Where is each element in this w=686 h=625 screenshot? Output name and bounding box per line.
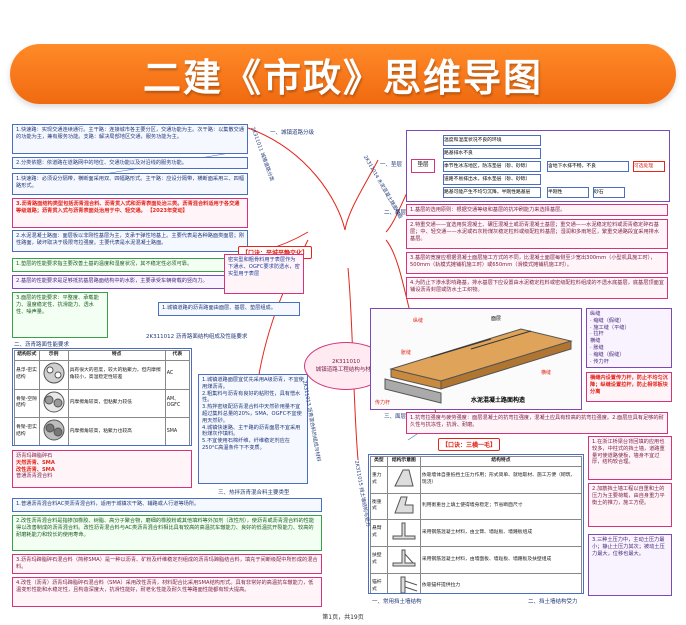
label-surface: 三、面层 — [384, 414, 407, 420]
cross-section-box: 1.快速路：必须设分隔带，横断面采用双、四幅路形式。主干路：应设分隔带，横断面采… — [12, 173, 248, 195]
wall-note-box-1: 1.在浙江桥梁台背回填的应用也较多，中柱式的挡土墙，道路重量可使道路使板，墙身不… — [588, 436, 672, 480]
wall-diagram-icon — [386, 492, 421, 521]
table-row: 骨架-空隙结构 — [14, 388, 40, 419]
th-example: 示例 — [38, 350, 69, 361]
normal-mix-box: 1.普通沥青混合料AC类沥青混合料，适用于城镇次干路、辅路或人行道等场所。 — [12, 498, 322, 512]
label-wall-structure: 一、常用挡土墙结构 — [372, 599, 422, 605]
surface-req-box: 3.面层的性能要求：平整度、承载能力、温度稳定性、抗滑能力、透水性、噪声量。 — [12, 292, 108, 338]
wall-diagram-icon — [386, 519, 421, 548]
th-feature: 特点 — [67, 350, 166, 361]
mnemonic-note-2: 【口诀：三横一毛】 — [438, 438, 501, 451]
page-footer: 第1页，共19页 — [322, 614, 364, 621]
road-type-box: 1.快速路：实现交通连续通行。主干路：连接城市各主要分区，交通功能为主。次干路：… — [12, 124, 248, 154]
aggregate-sample-icon — [38, 417, 69, 445]
retaining-wall-table: 类型 结构示意图 结构特点 重力式依靠墙体自重抵挡土压力作用；形式简单、就地取材… — [368, 454, 584, 594]
table-row: 悬臂式 — [370, 519, 388, 548]
joint-tree-box: 纵缝 · 缩缝（假缝） · 施工缝（平缝） · 拉杆 横缝 · 胀缝 · 缩缝（… — [586, 308, 672, 368]
base-select-box: 1.基层的选用原则：根据交通等级和基层的抗冲刷能力来选择基层。 — [406, 204, 668, 216]
modified-sma-box: 4.改性（沥青）沥青玛蹄脂碎石混合料（SMA）采用改性沥青，材料配合比采用SMA… — [12, 577, 322, 607]
base-traffic-box: 2.特重交通——宜选用贫混凝土、碾压混凝土或沥青混凝土基层；重交通——水泥稳定粒… — [406, 219, 668, 249]
label-cushion: 一、垫层 — [380, 162, 403, 168]
title-banner: 二建《市政》思维导图 — [10, 44, 676, 104]
cushion-diagram: 垫层 温度和湿度状况不良的环境 路基排水不良 季节性冰冻地区，防冻垫层（砂、砂砾… — [406, 130, 670, 202]
wall-diagram-icon — [386, 572, 421, 593]
class-basis-box: 2.分类依据：依道路在道路网中的地位、交通功能以及对沿线的服务功能。 — [12, 157, 248, 169]
material-list-box: 1.城镇道路面层宜优先采用A级沥青，不宜使用煤沥青。 2.粗集料与沥青有良好的粘… — [198, 374, 308, 484]
base-width-box: 3.基层的宽度应根据混凝土面层施工方式的不同，比混凝土面层每侧至少宽出300mm… — [406, 252, 668, 274]
asphalt-type-box: 3.沥青路面结构类型包括沥青混合料、沥青贯入式和沥青表面处治三类。沥青混合料适用… — [12, 198, 248, 228]
aggregate-sample-icon — [38, 359, 69, 390]
wall-note-box-2: 2.加筋挡土墙工程以自重和土的压力为主要荷载，由自身重力平衡土的推力，施工方便。 — [588, 483, 672, 527]
table-row: 扶壁式 — [370, 546, 388, 574]
subbase-req-box: 2.基层的性能要求是足够抵抗基层路面结构中的水影，主要承受车辆荷载的竖向力。 — [12, 275, 248, 289]
page-title: 二建《市政》思维导图 — [142, 55, 543, 100]
th-form: 结构形式 — [14, 350, 40, 361]
slab-structure-icon — [384, 328, 573, 404]
slab-diagram: 纵缝 面层 水泥混凝土路面构造 传力杆 横缝 胀缝 — [370, 308, 582, 410]
table-row: 衡重式 — [370, 492, 388, 521]
base-drain-box: 4.为防止下渗水影响路基，排水基层下应设置由水泥稳定粒料或密级配粒料组成的不透水… — [406, 277, 668, 299]
mind-map: 2K311011 城镇道路分类 一、城镇道路分级 2K311014 水泥混凝土路… — [8, 120, 678, 615]
joint-note-box: 横缝内设置传力杆，防止不均匀沉降；纵缝设置拉杆，防止相邻板块分离 — [586, 372, 672, 402]
table-row: 骨架-密实结构 — [14, 417, 40, 445]
sma-box: 3.沥青玛蹄脂碎石混合料（简称SMA）是一种以沥青、矿粉及纤维稳定剂组成的沥青玛… — [12, 554, 322, 574]
table-row: 锚杆式 — [370, 572, 388, 593]
label-hot-mix: 三、热拌沥青混合料主要类型 — [218, 490, 290, 496]
base-layer-req-box: 1.垫层的性能要求指主要改善土基的温度和湿度状况，其不稳定性必须可靠。 — [12, 258, 248, 272]
table-row: 悬浮-密实结构 — [14, 359, 40, 390]
label-asphalt-structure: 2K311012 沥青路面结构组成及性能要求 — [146, 334, 248, 340]
surface-strength-box: 1.抗弯拉强度与疲劳强度：面层混凝土的抗弯拉强度，混凝土应具有较高的抗弯拉强度。… — [406, 412, 668, 434]
th-rep: 代表 — [164, 350, 191, 361]
cushion-node: 垫层 — [411, 159, 435, 173]
aggregate-sample-icon — [38, 388, 69, 419]
table-row: 重力式 — [370, 465, 388, 494]
label-wall-force: 二、挡土墙结构受力 — [528, 599, 578, 605]
wall-diagram-icon — [386, 546, 421, 574]
wall-diagram-icon — [386, 465, 421, 494]
label-base: 二、基层 — [384, 210, 407, 216]
asphalt-layers-box: 1.城镇道路的沥青路面由面层、基层、垫层组成。 — [158, 302, 300, 316]
structure-table: 结构形式 示例 特点 代表 悬浮-密实结构 具有很大的密度，较大的粘聚力，但内摩… — [12, 348, 192, 446]
modified-mix-box: 2.改性沥青混合料是指掺加橡胶、树脂、高分子聚合物，磨细的橡胶粉或其他填料等外加… — [12, 515, 322, 551]
ogfc-note-box: 密实型和粗骨料用于表层作为下通水、OGFC要求防透水，密实型用于表层 — [224, 254, 304, 294]
mix-type-table: 沥青玛蹄脂碎石 天然沥青、SMA 改性沥青、SMA 普通沥青混合料 — [12, 450, 192, 488]
wall-note-box-3: 3.三种土压力中，主动土压力最小；静止土压力其次；被动土压力最大，位移也最大。 — [588, 534, 672, 596]
label-road-grade: 一、城镇道路分级 — [270, 130, 315, 136]
label-asphalt-performance: 二、沥青路面性能要求 — [14, 342, 70, 348]
pavement-type-box: 2.水泥混凝土路面：面层板以非刚性基层为主，支承于弹性地基上。主要代表是各种路面… — [12, 230, 248, 252]
